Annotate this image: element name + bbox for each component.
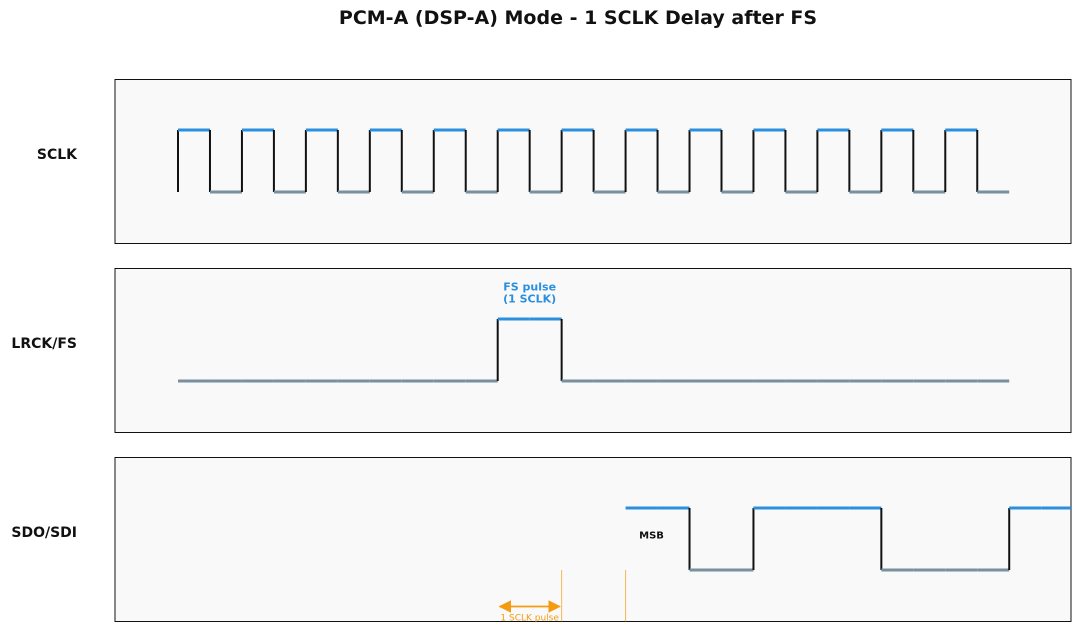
signal-label-lrck-fs: LRCK/FS (11, 336, 77, 352)
signal-label-sdo-sdi: SDO/SDI (11, 525, 77, 541)
fs-pulse-annotation: FS pulse(1 SCLK) (503, 281, 556, 306)
lrck-fs-waveform (178, 317, 1010, 383)
lrck-fs-panel (114, 268, 1072, 433)
delay-annotation-label: 1 SCLK pulse (500, 614, 559, 624)
sdo-sdi-panel (114, 457, 1072, 622)
diagram-title: PCM-A (DSP-A) Mode - 1 SCLK Delay after … (339, 7, 817, 29)
sclk-waveform (177, 128, 1010, 194)
msb-annotation: MSB (639, 531, 664, 542)
sdo-sdi-waveform (625, 506, 1071, 572)
signal-label-sclk: SCLK (37, 147, 78, 163)
